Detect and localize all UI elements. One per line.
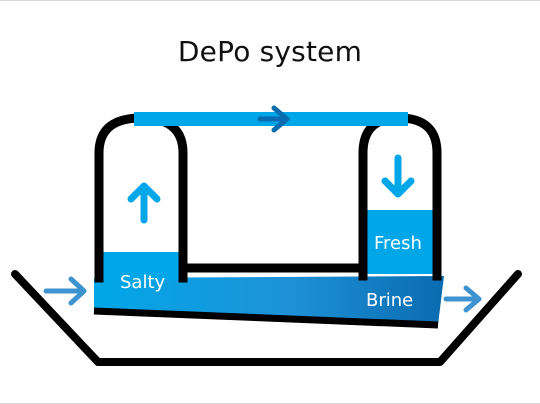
arrow-right-icon [43, 276, 87, 306]
arrow-down-icon [381, 154, 415, 198]
arrow-right-icon [443, 285, 482, 313]
top-frame-line [0, 0, 540, 1]
right-chamber-water [363, 210, 433, 274]
arrow-up-icon [127, 182, 161, 224]
brine-channel-bottom-edge [93, 307, 439, 329]
salty-label: Salty [120, 272, 166, 293]
brine-label: Brine [366, 290, 414, 311]
left-chamber-water [99, 252, 183, 280]
basin-outline [11, 270, 522, 366]
diagram-title: DePo system [177, 35, 363, 68]
fresh-label: Fresh [374, 233, 422, 254]
arrow-right-icon [257, 105, 290, 133]
